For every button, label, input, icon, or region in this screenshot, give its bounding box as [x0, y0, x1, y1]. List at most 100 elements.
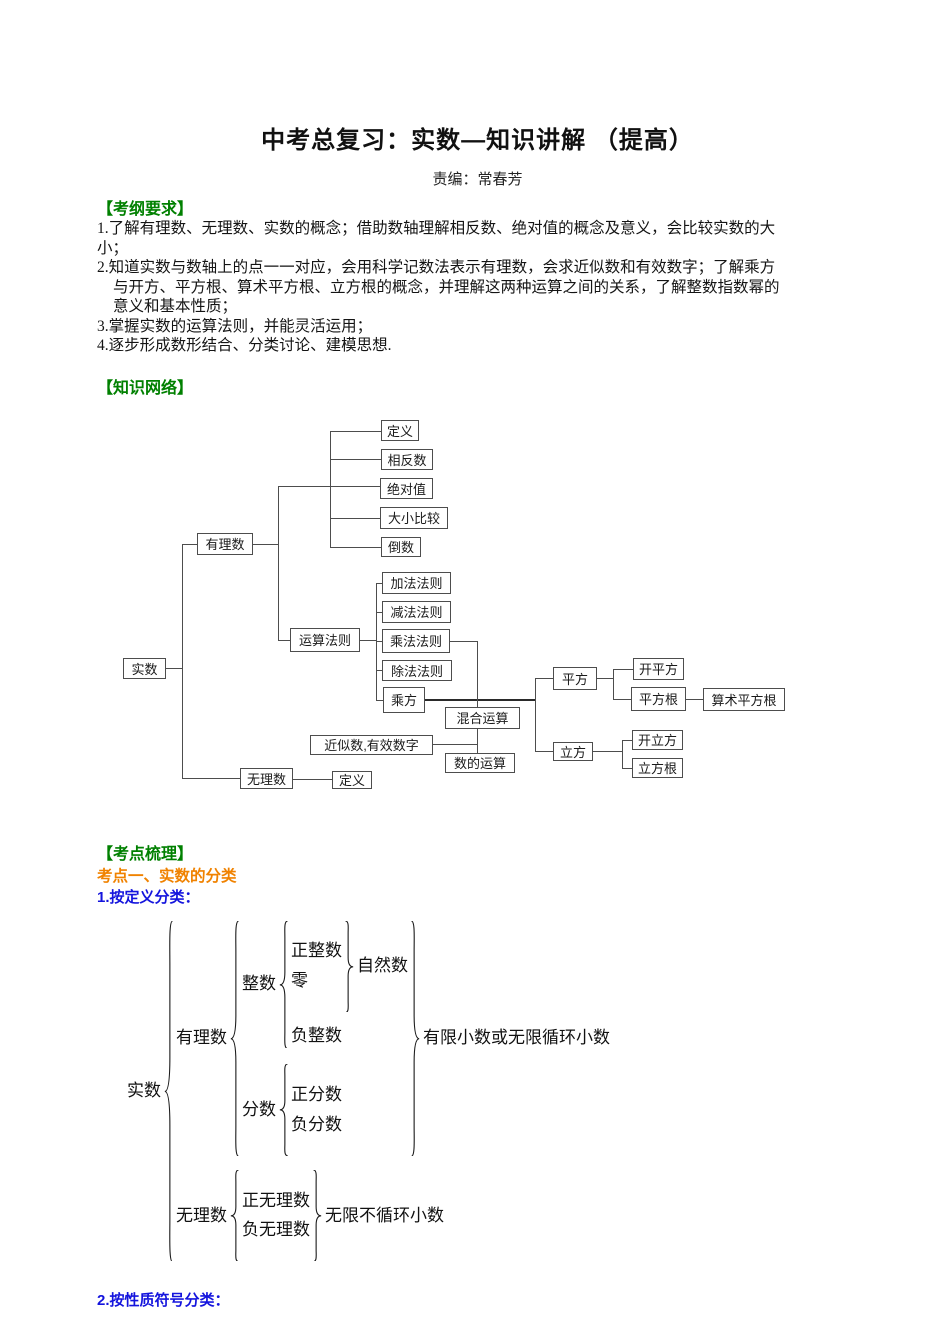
natural-number-group: 正整数 零 自然数: [291, 921, 408, 1013]
connector-line: [477, 728, 478, 753]
node-reciprocal: 倒数: [381, 536, 421, 557]
node-real-number: 实数: [123, 657, 166, 679]
connector-line: [450, 640, 477, 642]
node-irrational: 无理数: [240, 767, 293, 789]
knowledge-network-diagram: 实数 有理数 定义 相反数 绝对值 大小比较 倒数 运算法则 加法法则 减法法则…: [120, 415, 950, 807]
subheading-sign-classification: 2.按性质符号分类：: [97, 1292, 230, 1310]
left-brace: [229, 921, 240, 1156]
node-multiplication-rule: 乘法法则: [382, 628, 450, 653]
label-positive-integer: 正整数: [291, 941, 342, 961]
label-positive-irrational: 正无理数: [242, 1191, 310, 1211]
left-brace: [229, 1170, 240, 1262]
connector-line: [622, 739, 632, 741]
label-positive-fraction: 正分数: [291, 1084, 342, 1104]
left-brace: [163, 921, 174, 1262]
label-zero: 零: [291, 971, 308, 991]
node-arithmetic-square-root: 算术平方根: [703, 687, 785, 711]
node-absolute-value: 绝对值: [380, 477, 433, 499]
section-heading-review: 【考点梳理】: [97, 845, 194, 863]
node-mixed-operation: 混合运算: [445, 706, 520, 729]
connector-line: [330, 430, 331, 548]
connector-line: [253, 543, 279, 545]
connector-line: [330, 430, 381, 432]
node-power: 乘方: [383, 686, 425, 713]
connector-line: [535, 750, 553, 752]
connector-line: [593, 750, 622, 752]
node-addition-rule: 加法法则: [382, 571, 451, 594]
connector-line: [278, 639, 290, 641]
connector-line: [613, 698, 631, 700]
connector-line: [376, 669, 382, 671]
connector-line: [182, 777, 240, 779]
connector-line: [535, 677, 553, 679]
connector-line: [278, 485, 380, 487]
label-negative-integer: 负整数: [291, 1026, 342, 1046]
connector-line: [535, 677, 536, 752]
node-square: 平方: [553, 666, 597, 690]
connector-line: [376, 699, 383, 701]
node-subtraction-rule: 减法法则: [382, 600, 451, 623]
page-title: 中考总复习：实数—知识讲解 （提高）: [261, 127, 694, 154]
connector-line: [597, 677, 613, 679]
node-square-extraction: 开平方: [633, 657, 684, 680]
label-rational-note: 有限小数或无限循环小数: [423, 1028, 610, 1048]
syllabus-line: 2.知道实数与数轴上的点一一对应，会用科学记数法表示有理数，会求近似数和有效数字…: [97, 259, 776, 276]
label-real-number: 实数: [127, 1080, 161, 1100]
label-negative-irrational: 负无理数: [242, 1220, 310, 1240]
connector-line: [278, 485, 279, 641]
document-page: 中考总复习：实数—知识讲解 （提高） 责编：常春芳 【考纲要求】 1.了解有理数…: [97, 127, 950, 1310]
connector-line: [613, 668, 633, 670]
connector-line: [433, 743, 477, 745]
fraction-branch: 分数 正分数 负分数: [242, 1064, 342, 1156]
syllabus-line: 意义和基本性质；: [113, 298, 238, 315]
label-rational: 有理数: [176, 1028, 227, 1048]
connector-line: [330, 546, 381, 548]
syllabus-line: 3.掌握实数的运算法则，并能灵活运用；: [97, 317, 373, 335]
node-definition-2: 定义: [332, 770, 372, 789]
connector-line: [376, 640, 382, 642]
label-integer: 整数: [242, 974, 276, 994]
connector-line: [477, 640, 478, 707]
node-number-operation: 数的运算: [445, 752, 515, 773]
node-operation-rules: 运算法则: [290, 627, 360, 652]
syllabus-line: 4.逐步形成数形结合、分类讨论、建模思想.: [97, 337, 392, 354]
node-square-root: 平方根: [631, 686, 686, 711]
left-brace: [278, 921, 289, 1049]
right-brace: [312, 1170, 323, 1262]
section-heading-syllabus: 【考纲要求】: [97, 201, 194, 218]
label-negative-fraction: 负分数: [291, 1114, 342, 1134]
connector-line: [622, 767, 632, 769]
node-cube-root: 立方根: [632, 757, 683, 778]
node-division-rule: 除法法则: [382, 659, 452, 681]
connector-line: [330, 517, 380, 519]
node-cube-extraction: 开立方: [632, 729, 683, 750]
irrational-branch: 无理数 正无理数 负无理数 无限不循环小数: [176, 1170, 444, 1262]
node-cube: 立方: [553, 741, 593, 761]
subheading-definition-classification: 1.按定义分类：: [97, 888, 200, 906]
connector-line: [182, 543, 183, 779]
connector-line: [613, 668, 614, 700]
connector-line: [686, 698, 703, 700]
connector-line: [376, 611, 382, 613]
connector-line: [360, 639, 376, 641]
connector-line: [182, 543, 197, 545]
left-brace: [278, 1064, 289, 1156]
label-irrational: 无理数: [176, 1205, 227, 1225]
connector-line: [425, 698, 535, 701]
connector-line: [376, 582, 382, 584]
node-compare: 大小比较: [380, 506, 448, 529]
connector-line: [330, 458, 381, 460]
connector-line: [376, 582, 377, 701]
syllabus-line: 1.了解有理数、无理数、实数的概念；借助数轴理解相反数、绝对值的概念及意义，会比…: [97, 220, 776, 237]
syllabus-line: 与开方、平方根、算术平方根、立方根的概念，并理解这两种运算之间的关系，了解整数指…: [113, 278, 780, 296]
label-fraction: 分数: [242, 1099, 276, 1119]
node-opposite: 相反数: [381, 448, 433, 470]
syllabus-line: 小；: [97, 239, 129, 257]
section-heading-network: 【知识网络】: [97, 379, 194, 397]
label-natural-number: 自然数: [357, 956, 408, 976]
integer-branch: 整数 正整数 零 自然数 负整数: [242, 921, 408, 1049]
label-irrational-note: 无限不循环小数: [325, 1205, 444, 1225]
connector-line: [165, 667, 183, 669]
right-brace: [344, 921, 355, 1013]
classification-diagram: 实数 有理数 整数 正整数 零: [127, 921, 858, 1262]
